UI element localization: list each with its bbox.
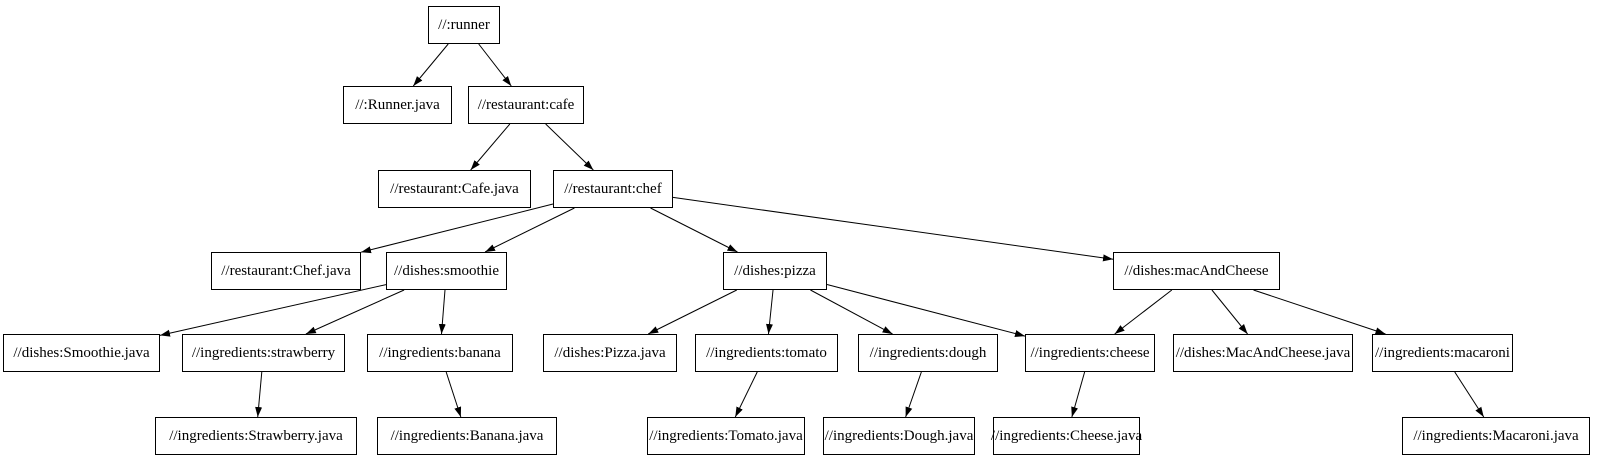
- edge-macaroni-to-macaroni-java: [1454, 371, 1485, 418]
- graph-node-strawberry: //ingredients:strawberry: [182, 334, 345, 372]
- edge-tomato-to-tomato-java: [734, 371, 758, 418]
- edge-mac-and-cheese-to-cheese: [1114, 289, 1173, 335]
- graph-node-cheese: //ingredients:cheese: [1025, 334, 1155, 372]
- edge-mac-and-cheese-to-mac-and-cheese-java: [1211, 289, 1248, 335]
- edge-pizza-to-pizza-java: [648, 289, 737, 335]
- edge-banana-to-banana-java: [445, 371, 462, 418]
- edge-runner-to-runner-java: [412, 43, 449, 87]
- edges-group: [159, 43, 1485, 418]
- graph-node-cafe: //restaurant:cafe: [468, 86, 584, 124]
- edge-pizza-to-tomato: [766, 289, 774, 335]
- edge-smoothie-to-banana: [438, 289, 446, 335]
- edge-chef-to-smoothie: [484, 207, 575, 253]
- edge-chef-to-pizza: [650, 207, 738, 253]
- edge-cafe-to-chef: [545, 123, 594, 171]
- edge-chef-to-mac-and-cheese: [672, 196, 1114, 262]
- graph-node-tomato-java: //ingredients:Tomato.java: [647, 417, 805, 455]
- graph-node-macaroni-java: //ingredients:Macaroni.java: [1402, 417, 1590, 455]
- edge-runner-to-cafe: [478, 43, 512, 87]
- graph-node-smoothie-java: //dishes:Smoothie.java: [3, 334, 160, 372]
- graph-node-pizza-java: //dishes:Pizza.java: [543, 334, 677, 372]
- graph-node-mac-and-cheese: //dishes:macAndCheese: [1113, 252, 1280, 290]
- graph-node-macaroni: //ingredients:macaroni: [1372, 334, 1513, 372]
- graph-node-mac-and-cheese-java: //dishes:MacAndCheese.java: [1173, 334, 1353, 372]
- edge-smoothie-to-smoothie-java: [159, 284, 387, 337]
- graph-node-cheese-java: //ingredients:Cheese.java: [991, 417, 1142, 455]
- graph-node-chef: //restaurant:chef: [553, 170, 673, 208]
- edge-smoothie-to-strawberry: [305, 289, 405, 335]
- edge-cheese-to-cheese-java: [1071, 371, 1086, 418]
- graph-node-tomato: //ingredients:tomato: [695, 334, 838, 372]
- edge-chef-to-chef-java: [360, 203, 554, 254]
- graph-node-dough: //ingredients:dough: [858, 334, 998, 372]
- edge-strawberry-to-strawberry-java: [255, 371, 263, 418]
- graph-node-cafe-java: //restaurant:Cafe.java: [378, 170, 531, 208]
- graph-node-chef-java: //restaurant:Chef.java: [211, 252, 361, 290]
- edge-pizza-to-dough: [810, 289, 893, 335]
- graph-node-dough-java: //ingredients:Dough.java: [823, 417, 975, 455]
- graph-node-pizza: //dishes:pizza: [723, 252, 827, 290]
- graph-node-banana-java: //ingredients:Banana.java: [377, 417, 557, 455]
- edge-pizza-to-cheese: [826, 284, 1026, 337]
- graph-node-strawberry-java: //ingredients:Strawberry.java: [155, 417, 357, 455]
- edge-mac-and-cheese-to-macaroni: [1253, 289, 1386, 335]
- edge-dough-to-dough-java: [905, 371, 922, 418]
- graph-node-runner: //:runner: [428, 6, 500, 44]
- graph-node-runner-java: //:Runner.java: [343, 86, 452, 124]
- graph-node-smoothie: //dishes:smoothie: [386, 252, 507, 290]
- edge-cafe-to-cafe-java: [470, 123, 511, 171]
- graph-node-banana: //ingredients:banana: [367, 334, 513, 372]
